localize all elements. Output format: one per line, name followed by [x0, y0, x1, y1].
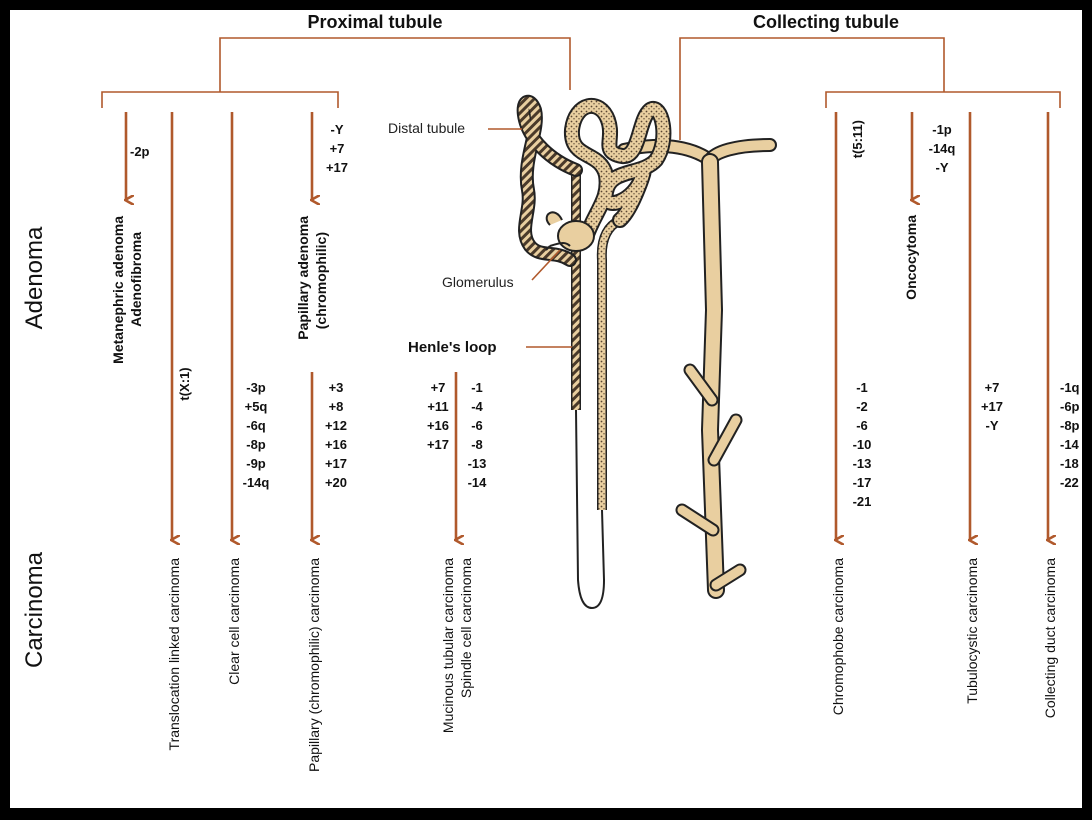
tubulocystic-carcinoma-label: Tubulocystic carcinoma	[964, 558, 980, 704]
nephron-tumor-diagram: Proximal tubule Collecting tubule Adenom…	[10, 10, 1082, 808]
collecting-tubule-header: Collecting tubule	[753, 12, 899, 32]
chromophobe-change-5: -17	[853, 475, 872, 490]
translocation-carcinoma-label: Translocation linked carcinoma	[166, 558, 182, 751]
mucinous-loss-change-5: -14	[468, 475, 488, 490]
henles-loop-label: Henle's loop	[408, 339, 497, 356]
collecting-duct-change-2: -8p	[1060, 418, 1080, 433]
adenofibroma-label: Adenofibroma	[128, 232, 144, 327]
collecting-duct-change-3: -14	[1060, 437, 1080, 452]
collecting-duct-change-5: -22	[1060, 475, 1079, 490]
papillary-carcinoma-label: Papillary (chromophilic) carcinoma	[306, 558, 322, 772]
collecting-duct-carcinoma-label: Collecting duct carcinoma	[1042, 558, 1058, 719]
proximal-bracket	[102, 38, 570, 108]
papillary-adenoma-label: Papillary adenoma	[295, 216, 311, 340]
mucinous-gain-change-1: +11	[427, 399, 448, 414]
tubulocystic-change-0: +7	[985, 380, 1000, 395]
clear-cell-change-5: -14q	[243, 475, 270, 490]
papillary-change-2: +12	[325, 418, 347, 433]
papillary-change-5: +20	[325, 475, 347, 490]
clear-cell-change-4: -9p	[246, 456, 266, 471]
oncocytoma-change-1: -14q	[929, 141, 956, 156]
adenoma-section-label: Adenoma	[21, 226, 48, 329]
oncocytoma-change-0: -1p	[932, 122, 952, 137]
collecting-duct-change-0: -1q	[1060, 380, 1080, 395]
oncocytoma-change-2: -Y	[936, 160, 949, 175]
clear-cell-change-0: -3p	[246, 380, 266, 395]
oncocytoma-label: Oncocytoma	[903, 215, 919, 300]
clear-cell-change-3: -8p	[246, 437, 266, 452]
chromophobe-change-6: -21	[853, 494, 872, 509]
collecting-duct-change-4: -18	[1060, 456, 1079, 471]
mucinous-loss-change-0: -1	[471, 380, 483, 395]
collecting-duct-change-1: -6p	[1060, 399, 1080, 414]
papillary-adenoma-sub-label: (chromophilic)	[313, 232, 329, 329]
clear-cell-change-2: -6q	[246, 418, 266, 433]
papillary-adenoma-change-0: -Y	[331, 122, 344, 137]
mucinous-carcinoma-label: Mucinous tubular carcinoma	[440, 558, 456, 733]
translocation-x1: t(X:1)	[177, 367, 192, 400]
spindle-cell-carcinoma-label: Spindle cell carcinoma	[458, 558, 474, 698]
collecting-bracket	[680, 38, 1060, 140]
chromophobe-change-2: -6	[856, 418, 868, 433]
translocation-5-11: t(5:11)	[850, 120, 865, 158]
carcinoma-section-label: Carcinoma	[21, 551, 48, 668]
glomerulus-label: Glomerulus	[442, 274, 514, 290]
mucinous-gain-change-0: +7	[431, 380, 446, 395]
tubulocystic-change-2: -Y	[986, 418, 999, 433]
proximal-tubule-header: Proximal tubule	[307, 12, 442, 32]
mucinous-loss-change-1: -4	[471, 399, 483, 414]
mucinous-loss-change-4: -13	[468, 456, 487, 471]
metanephric-adenoma-label: Metanephric adenoma	[110, 216, 126, 364]
papillary-change-4: +17	[325, 456, 347, 471]
papillary-change-1: +8	[329, 399, 344, 414]
nephron-illustration	[524, 102, 770, 608]
chromophobe-change-1: -2	[856, 399, 868, 414]
distal-tubule-label: Distal tubule	[388, 120, 465, 136]
mucinous-gain-change-2: +16	[427, 418, 449, 433]
chromophobe-carcinoma-label: Chromophobe carcinoma	[830, 558, 846, 715]
papillary-adenoma-change-1: +7	[330, 141, 345, 156]
mucinous-loss-change-3: -8	[471, 437, 483, 452]
mucinous-loss-change-2: -6	[471, 418, 483, 433]
clear-cell-change-1: +5q	[245, 399, 268, 414]
tubulocystic-change-1: +17	[981, 399, 1003, 414]
clear-cell-carcinoma-label: Clear cell carcinoma	[226, 558, 242, 685]
chromophobe-change-0: -1	[856, 380, 868, 395]
diagram-frame: Proximal tubule Collecting tubule Adenom…	[10, 10, 1082, 808]
mucinous-gain-change-3: +17	[427, 437, 449, 452]
papillary-change-0: +3	[329, 380, 344, 395]
metanephric-change-0: -2p	[130, 144, 150, 159]
chromophobe-change-4: -13	[853, 456, 872, 471]
chromophobe-change-3: -10	[853, 437, 872, 452]
papillary-change-3: +16	[325, 437, 347, 452]
papillary-adenoma-change-2: +17	[326, 160, 348, 175]
